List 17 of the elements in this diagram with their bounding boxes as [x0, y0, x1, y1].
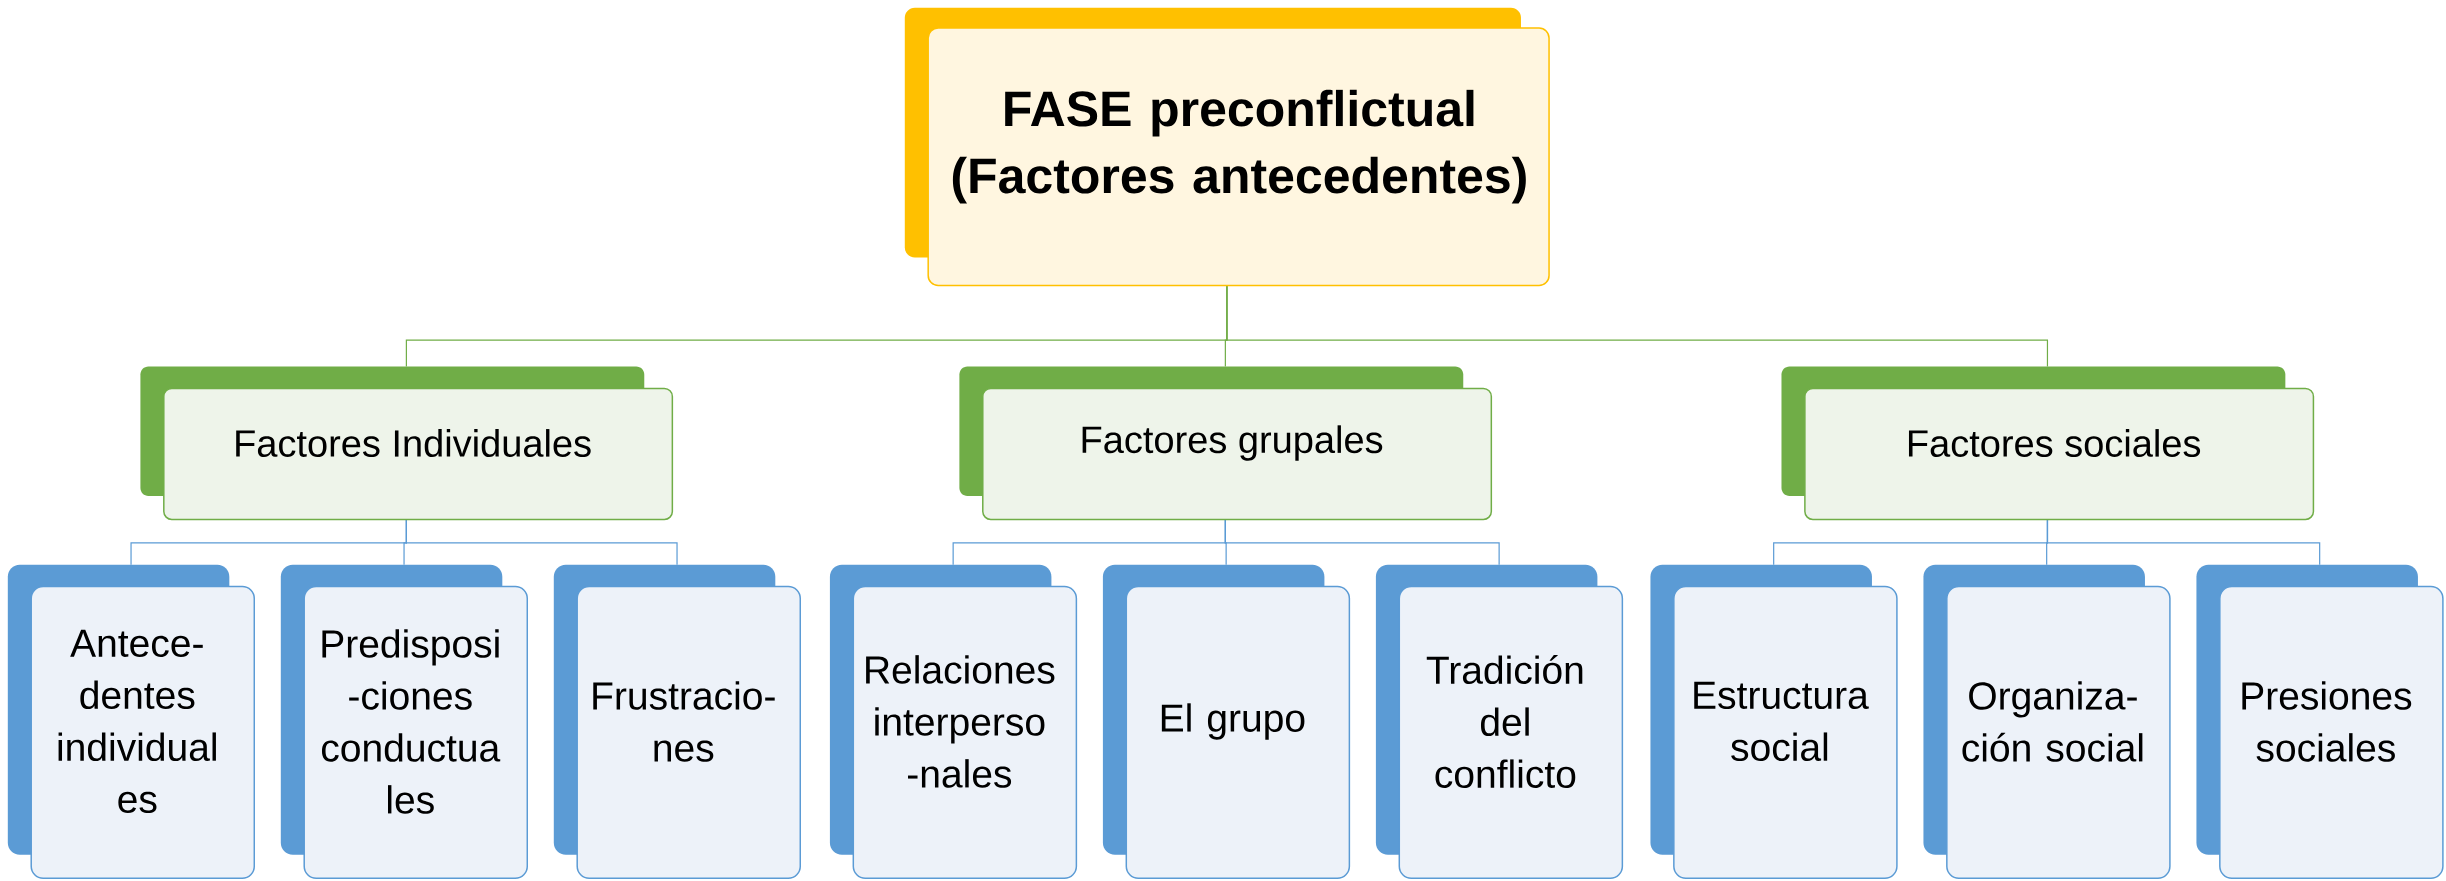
connector-line — [405, 518, 678, 566]
connector-line — [1224, 518, 1500, 566]
factor-box: Predisposi -ciones conductua les — [280, 564, 529, 879]
category-box: Factores Individuales — [140, 366, 674, 521]
title-box: FASE preconflictual (Factores antecedentes) — [904, 7, 1550, 287]
connector-line — [1226, 284, 2049, 368]
factor-box: Tradición del conflicto — [1375, 564, 1624, 879]
factor-box: Antece- dentes individual es — [7, 564, 256, 879]
factor-box: Organiza- ción social — [1923, 564, 2171, 879]
connector-line — [2046, 518, 2321, 566]
factor-box: Relaciones interperso -nales — [829, 564, 1078, 879]
factor-box: Presiones sociales — [2196, 564, 2444, 879]
category-box: Factores grupales — [959, 366, 1493, 521]
factor-box: Estructura social — [1650, 564, 1898, 879]
category-box: Factores sociales — [1781, 366, 2315, 521]
factor-box: El grupo — [1102, 564, 1351, 879]
factor-box: Frustracio- nes — [553, 564, 801, 879]
